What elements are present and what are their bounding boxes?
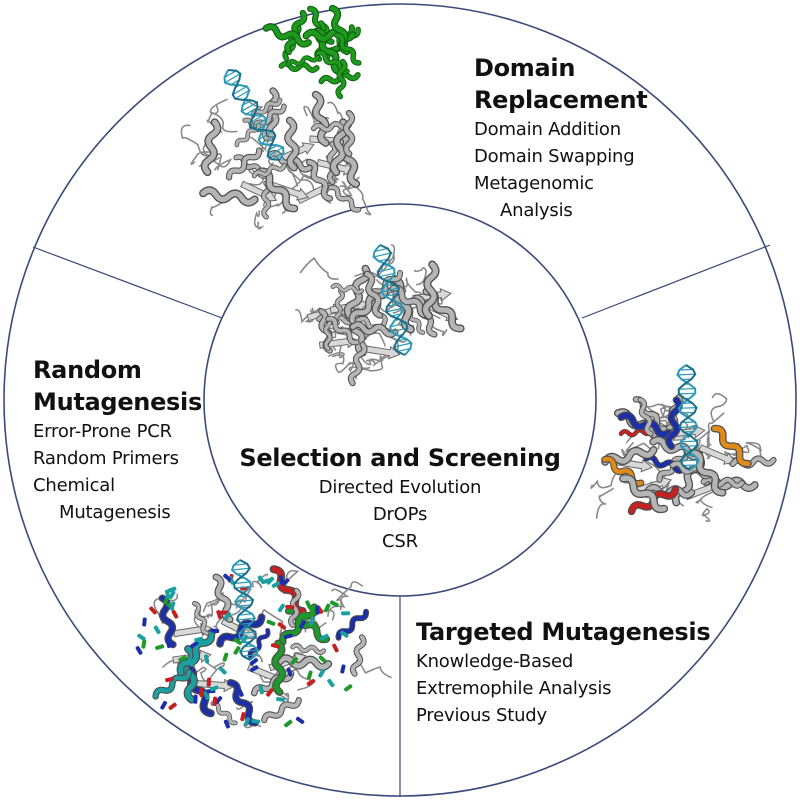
random-mutagenesis-section: Random Mutagenesis Error-Prone PCR Rando…: [33, 354, 202, 526]
title-line: Random: [33, 356, 142, 384]
title-line: Replacement: [474, 86, 648, 114]
domain-replacement-section: Domain Replacement Domain Addition Domai…: [474, 52, 648, 224]
title-line: Mutagenesis: [33, 388, 202, 416]
list-item: CSR: [382, 531, 418, 552]
random-mutagenesis-title: Random Mutagenesis: [33, 354, 202, 418]
list-item: Domain Swapping: [474, 146, 635, 167]
targeted-mutagenesis-title: Targeted Mutagenesis: [416, 618, 711, 646]
list-item: Metagenomic: [474, 173, 594, 194]
title-line: Domain: [474, 54, 576, 82]
list-item: Mutagenesis: [59, 502, 171, 523]
selection-screening-title: Selection and Screening: [239, 444, 561, 472]
list-item: Knowledge-Based: [416, 651, 574, 672]
list-item: Error-Prone PCR: [33, 421, 172, 442]
targeted-mutagenesis-section: Targeted Mutagenesis Knowledge-Based Ext…: [416, 616, 711, 729]
domain-replacement-title: Domain Replacement: [474, 52, 648, 116]
polymerase-dna-structure-center: [294, 244, 465, 387]
polymerase-targeted-mutation-structure: [590, 364, 777, 522]
list-item: Previous Study: [416, 705, 547, 726]
list-item: Analysis: [500, 200, 573, 221]
list-item: Domain Addition: [474, 119, 621, 140]
selection-screening-section: Selection and Screening Directed Evoluti…: [230, 442, 570, 555]
list-item: Directed Evolution: [318, 477, 482, 498]
polymerase-random-mutation-structure: [135, 559, 392, 729]
list-item: DrOPs: [372, 504, 428, 525]
list-item: Random Primers: [33, 448, 179, 469]
polymerase-domain-replacement-structure: [180, 4, 372, 230]
list-item: Chemical: [33, 475, 115, 496]
inner-circle: [203, 203, 597, 597]
sector-dividers: [32, 244, 771, 797]
list-item: Extremophile Analysis: [416, 678, 612, 699]
